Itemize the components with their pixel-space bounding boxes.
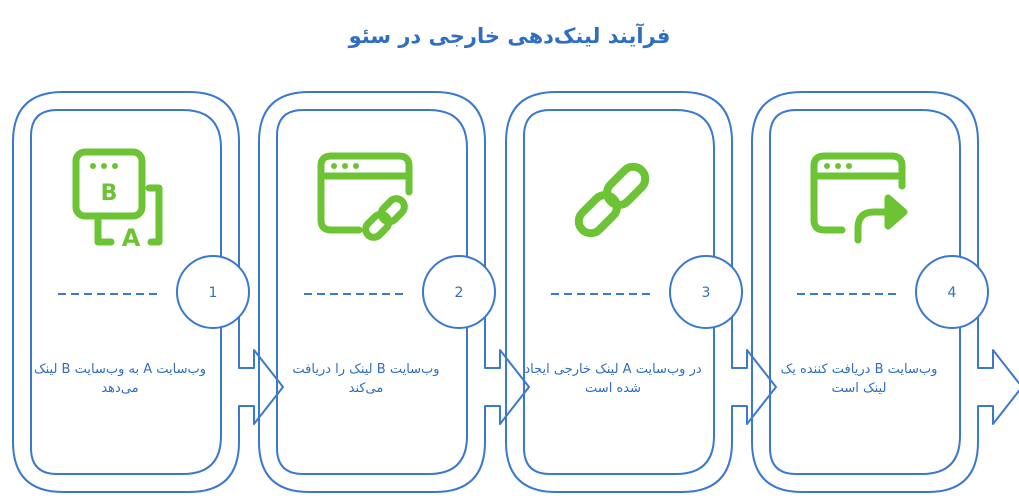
step-card-3: 3 xyxy=(505,91,777,493)
step-number: 1 xyxy=(209,285,218,301)
diagram-title: فرآیند لینک‌دهی خارجی در سئو xyxy=(348,24,671,48)
step-card-2: 2 xyxy=(258,91,530,493)
step-card-4: 4 xyxy=(751,91,1019,493)
svg-text:B: B xyxy=(101,181,118,206)
chain-link-icon xyxy=(574,162,650,238)
step-number: 2 xyxy=(455,285,464,301)
step-3-description: در وب‌سایت A لینک خارجی ایجاد شده است xyxy=(524,362,702,396)
step-2-description: وب‌سایت B لینک را دریافت می‌کند xyxy=(292,362,440,396)
svg-text:A: A xyxy=(122,224,141,252)
step-4-description: وب‌سایت B دریافت کننده یک لینک است xyxy=(780,362,938,396)
step-card-1: 1 B A xyxy=(12,91,284,493)
site-a-to-site-b-icon: B A xyxy=(72,148,163,252)
step-1-description: وب‌سایت A به وب‌سایت B لینک می‌دهد xyxy=(33,362,207,396)
step-number: 4 xyxy=(948,285,957,301)
browser-link-icon xyxy=(317,152,413,241)
step-number: 3 xyxy=(702,285,711,301)
browser-share-icon xyxy=(810,152,908,244)
